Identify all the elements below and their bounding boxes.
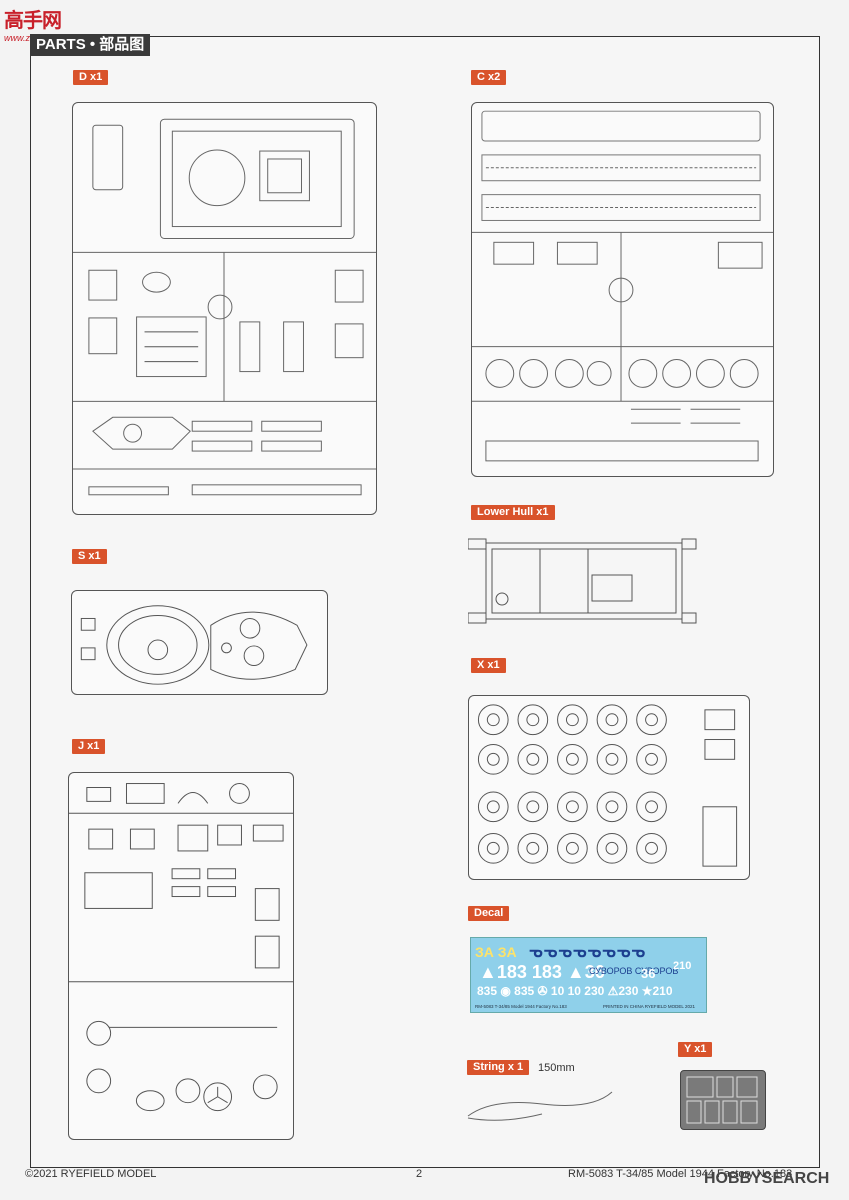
road-wheel-hub: [526, 800, 540, 814]
road-wheel-hub: [605, 800, 619, 814]
road-wheel-hub: [486, 800, 500, 814]
sprue-s-art: [80, 605, 308, 685]
decal-caption-left: RM-5083 T-34/85 Model 1944 Factory No.18…: [475, 1004, 567, 1009]
road-wheel: [557, 743, 588, 775]
lower-hull-drawing: [467, 535, 698, 627]
road-wheel-hub: [486, 841, 500, 855]
road-wheel-hub: [526, 841, 540, 855]
road-wheel: [517, 791, 549, 823]
photo-etch-art: [686, 1076, 758, 1124]
road-wheel: [596, 743, 628, 775]
road-wheel: [636, 704, 667, 736]
lower-hull-label: Lower Hull x1: [471, 505, 555, 520]
decal-num-210: 210: [673, 960, 692, 972]
road-wheel-hub: [565, 800, 579, 814]
decal-num-36: 36: [641, 966, 656, 981]
string-art: [467, 1091, 613, 1121]
road-wheel: [596, 704, 628, 736]
watermark-glyph: 高手网: [4, 8, 62, 32]
road-wheel: [596, 833, 628, 864]
sprue-s-label: S x1: [72, 549, 107, 564]
sprue-c-art: [472, 110, 773, 462]
sprue-y-label: Y x1: [678, 1042, 713, 1057]
parts-header: PARTS • 部品图: [30, 34, 151, 56]
road-wheel: [636, 743, 667, 775]
road-wheel-hub: [526, 713, 540, 727]
road-wheel: [636, 833, 667, 864]
road-wheel-hub: [605, 713, 619, 727]
road-wheel-hub: [645, 841, 658, 855]
decal-big-numbers: ▲183 183 ▲36: [479, 962, 605, 982]
lower-hull-art: [467, 538, 697, 624]
road-wheel-hub: [565, 752, 579, 766]
photo-etch-fret: [680, 1070, 766, 1130]
string-drawing: [462, 1084, 622, 1124]
road-wheel: [557, 833, 588, 864]
string-length: 150mm: [538, 1062, 575, 1074]
road-wheel: [557, 704, 588, 736]
sprue-d-label: D x1: [73, 70, 109, 85]
footer-product: RM-5083 T-34/85 Model 1944 Factory No.18…: [568, 1168, 793, 1180]
sprue-j-drawing: [68, 772, 294, 1140]
road-wheel-hub: [645, 752, 658, 766]
sprue-j-art: [69, 783, 293, 1112]
decal-top-left: ЗА ЗА: [475, 944, 517, 960]
road-wheel: [477, 743, 509, 775]
road-wheel: [557, 791, 588, 823]
road-wheel-hub: [645, 713, 658, 727]
road-wheel-hub: [565, 713, 579, 727]
sprue-d-drawing: [72, 102, 377, 515]
road-wheel-hub: [605, 841, 619, 855]
decal-mid-text: СУВОРОВ СУВОРОВ: [589, 966, 679, 976]
road-wheel: [477, 833, 509, 864]
decal-arrows: ᓀᓀᓀᓀᓀᓀᓀᓀ: [529, 944, 646, 961]
decal-caption-right: PRINTED IN CHINA RYEFIELD MODEL 2021: [603, 1004, 696, 1009]
sprue-d-art: [73, 118, 376, 496]
road-wheel: [477, 791, 509, 823]
decal-label: Decal: [468, 906, 510, 921]
site-watermark-logo: 高手网 www.zhsn.com: [4, 4, 104, 43]
road-wheel: [636, 791, 667, 823]
road-wheel-hub: [605, 752, 619, 766]
sprue-x-art: [477, 704, 738, 867]
sprue-c-drawing: [471, 102, 774, 477]
road-wheel: [517, 704, 549, 736]
road-wheel-hub: [645, 800, 658, 814]
sprue-x-drawing: [468, 695, 750, 880]
road-wheel: [517, 833, 549, 864]
footer-copyright: ©2021 RYEFIELD MODEL: [25, 1168, 157, 1180]
decal-bottom-row: 835 ◉ 835 ✇ 10 10 230 ⚠230 ★210: [477, 984, 673, 998]
road-wheel-hub: [486, 752, 500, 766]
road-wheel-hub: [526, 752, 540, 766]
string-label: String x 1: [467, 1060, 530, 1075]
sprue-j-label: J x1: [72, 739, 106, 754]
road-wheel-hub: [486, 713, 500, 727]
road-wheel-hub: [565, 841, 579, 855]
sprue-c-label: C x2: [471, 70, 507, 85]
hobbysearch-watermark: HOBBYSEARCH: [704, 1170, 830, 1187]
road-wheel: [517, 743, 549, 775]
sprue-s-drawing: [71, 590, 328, 695]
road-wheel: [596, 791, 628, 823]
decal-sheet: ЗА ЗА ᓀᓀᓀᓀᓀᓀᓀᓀ ▲183 183 ▲36 СУВОРОВ СУВО…: [470, 937, 707, 1013]
footer-page-number: 2: [416, 1168, 423, 1180]
road-wheel: [477, 704, 509, 736]
sprue-x-label: X x1: [471, 658, 506, 673]
